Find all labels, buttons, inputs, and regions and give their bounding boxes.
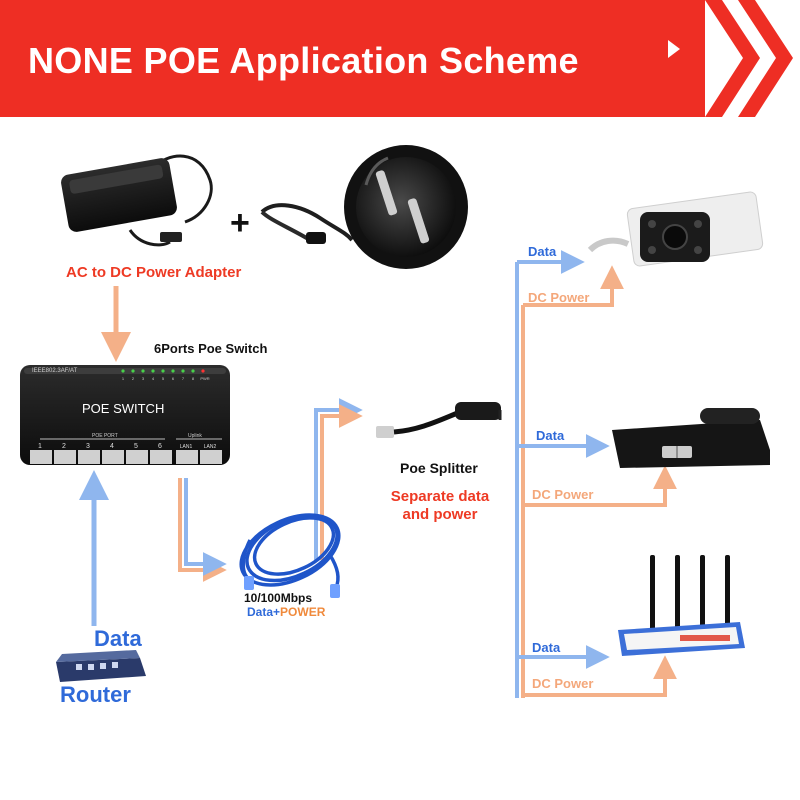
arrow-cable-to-splitter <box>314 398 363 560</box>
led-label: 2 <box>132 376 135 381</box>
ip-phone-icon <box>612 408 770 468</box>
camera-power-label: DC Power <box>528 290 590 305</box>
cable-speed-label: 10/100Mbps <box>244 591 313 605</box>
switch-port-group-label: POE PORT <box>92 433 118 439</box>
switch-leds <box>121 369 205 373</box>
wireless-router-icon <box>618 555 745 656</box>
port-number: 5 <box>134 443 138 450</box>
port-number: 2 <box>62 443 66 450</box>
switch-ports <box>30 450 222 464</box>
port-number: 3 <box>86 443 90 450</box>
port-number: LAN1 <box>180 444 193 450</box>
wifi-router-power-label: DC Power <box>532 676 594 691</box>
camera-data-label: Data <box>528 244 557 259</box>
header-banner <box>0 0 793 117</box>
led-label: PWR <box>200 376 209 381</box>
power-cord-icon <box>260 203 354 244</box>
port-number: 4 <box>110 443 114 450</box>
arrow-switch-to-cable <box>178 478 227 582</box>
splitter-label: Poe Splitter <box>400 460 478 476</box>
header-chevron-2 <box>738 0 793 117</box>
header-play-icon <box>668 40 680 58</box>
poe-switch-icon <box>20 365 230 465</box>
ip-camera-icon <box>587 191 764 267</box>
switch-panel-text: POE SWITCH <box>82 401 164 416</box>
phone-power-label: DC Power <box>532 487 594 502</box>
separate-label: Separate data and power <box>390 488 490 523</box>
switch-model-text: IEEE802.3AF/AT <box>32 368 78 374</box>
cable-plus-word: + <box>273 605 281 619</box>
cable-data-word: Data <box>247 605 274 619</box>
led-label: 7 <box>182 376 185 381</box>
cable-connector-left <box>244 576 254 590</box>
cable-power-word: POWER <box>280 605 326 619</box>
port-number: 6 <box>158 443 162 450</box>
network-router-icon <box>56 650 146 682</box>
plus-sign: + <box>230 204 250 242</box>
led-label: 4 <box>152 376 155 381</box>
port-number: 1 <box>38 443 42 450</box>
cable-data-power-label: Data+POWER <box>247 605 325 619</box>
switch-port-numbers: 1 2 3 4 5 6 LAN1 LAN2 <box>38 443 216 450</box>
router-data-label: Data <box>94 626 142 651</box>
switch-label: 6Ports Poe Switch <box>154 341 268 356</box>
switch-led-labels: 1 2 3 4 5 6 7 8 PWR <box>122 376 210 381</box>
switch-uplink-label: Uplink <box>188 433 202 439</box>
header-banner-bg <box>0 0 705 117</box>
led-label: 1 <box>122 376 125 381</box>
wifi-router-data-label: Data <box>532 640 561 655</box>
poe-splitter-icon <box>376 402 502 438</box>
distribution-lines <box>515 250 677 698</box>
led-label: 5 <box>162 376 165 381</box>
port-number: LAN2 <box>204 444 217 450</box>
led-label: 8 <box>192 376 195 381</box>
page-title: NONE POE Application Scheme <box>28 40 579 81</box>
phone-data-label: Data <box>536 428 565 443</box>
led-label: 6 <box>172 376 175 381</box>
header-chevron-1 <box>705 0 760 117</box>
led-label: 3 <box>142 376 145 381</box>
power-adapter-icon <box>61 154 213 247</box>
router-label: Router <box>60 682 131 707</box>
adapter-label: AC to DC Power Adapter <box>66 264 242 281</box>
cable-connector-right <box>330 584 340 598</box>
eu-plug-icon <box>344 145 468 269</box>
